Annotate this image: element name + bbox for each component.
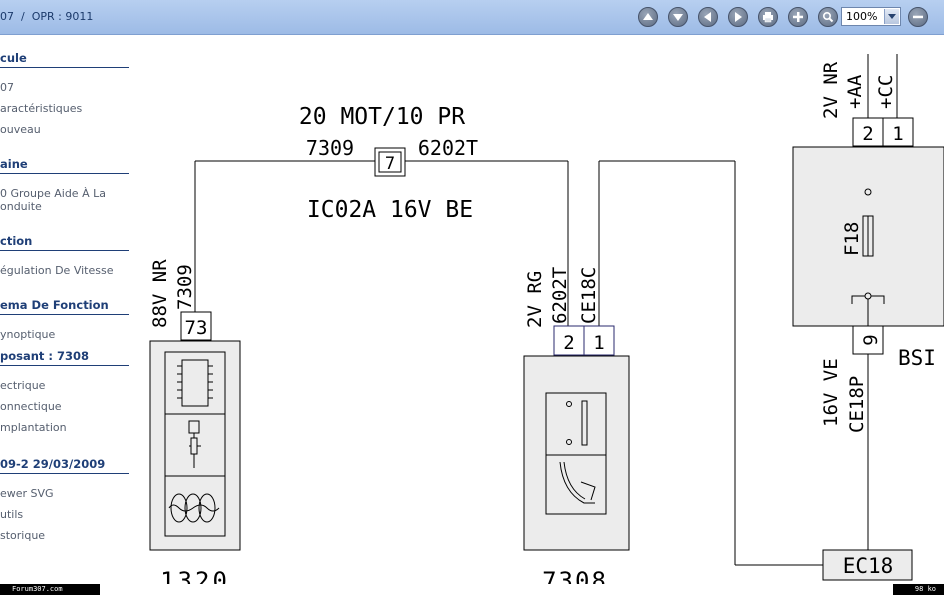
down-arrow-button[interactable] xyxy=(668,7,688,27)
chip-icon xyxy=(177,359,213,407)
harness-subtitle: IC02A 16V BE xyxy=(307,197,473,223)
mid-pin-2: 2 xyxy=(563,332,574,354)
sidebar-section-composant: posant : 7308 xyxy=(0,349,129,366)
bsi-fuse-box[interactable] xyxy=(792,146,944,327)
right-top-label-3: +CC xyxy=(875,75,897,109)
sidebar-item-groupe-aide[interactable]: 0 Groupe Aide À La onduite xyxy=(0,187,106,213)
zoom-select[interactable]: 100% xyxy=(841,7,901,26)
zoom-out-button[interactable] xyxy=(908,7,928,27)
zoom-reset-button[interactable] xyxy=(818,7,838,27)
mid-connector-label-3: CE18C xyxy=(578,267,600,324)
sidebar-item-caracteristiques[interactable]: aractéristiques xyxy=(0,102,83,115)
harness-connector-number: 7 xyxy=(385,154,395,174)
minus-icon xyxy=(913,15,923,19)
top-toolbar: 07 / OPR : 9011 100% xyxy=(0,0,944,35)
magnifier-icon xyxy=(822,11,834,23)
sidebar: cule 07 aractéristiques ouveau aine 0 Gr… xyxy=(0,34,135,584)
coil-icon xyxy=(168,493,220,523)
bsi-label: BSI xyxy=(898,346,936,370)
mid-pin-2-box xyxy=(553,325,585,356)
left-connector-label-2: 7309 xyxy=(174,264,196,310)
fuse-label: F18 xyxy=(841,222,863,256)
sidebar-item-outils[interactable]: utils xyxy=(0,508,24,521)
harness-right-wire-label: 6202T xyxy=(418,136,478,160)
right-arrow-icon xyxy=(735,12,742,22)
mid-component-id: 7308 xyxy=(542,567,608,584)
right-top-pin-2: 2 xyxy=(862,123,873,145)
right-bottom-pin-box xyxy=(852,325,884,355)
harness-left-wire-label: 7309 xyxy=(306,136,354,160)
sidebar-section-version: 09-2 29/03/2009 xyxy=(0,457,129,474)
sidebar-item-implantation[interactable]: mplantation xyxy=(0,421,67,434)
breadcrumb: 07 / OPR : 9011 xyxy=(0,10,94,23)
harness-connector-box xyxy=(374,147,406,177)
left-arrow-button[interactable] xyxy=(698,7,718,27)
print-icon xyxy=(763,12,773,23)
right-bottom-label-2: CE18P xyxy=(846,376,868,433)
right-top-pin-1-box xyxy=(882,117,914,147)
left-arrow-icon xyxy=(704,12,711,22)
ground-connector-label: EC18 xyxy=(843,554,894,578)
left-pin-number: 73 xyxy=(185,317,208,339)
right-arrow-button[interactable] xyxy=(728,7,748,27)
sidebar-section-domaine: aine xyxy=(0,157,129,174)
mid-connector-label-1: 2V RG xyxy=(524,271,546,328)
sidebar-item-historique[interactable]: storique xyxy=(0,529,46,542)
sidebar-section-vehicule: cule xyxy=(0,51,129,68)
right-bottom-label-1: 16V VE xyxy=(820,358,842,427)
up-arrow-button[interactable] xyxy=(638,7,658,27)
wiring-diagram[interactable]: 7 20 MOT/10 PR 7309 6202T IC02A 16V BE 8… xyxy=(135,34,944,584)
right-top-label-1: 2V NR xyxy=(820,61,842,119)
sidebar-item-nouveau[interactable]: ouveau xyxy=(0,123,41,136)
zoom-in-button[interactable] xyxy=(788,7,808,27)
plus-icon xyxy=(793,12,803,22)
pedal-icon xyxy=(559,461,596,504)
switch-icon xyxy=(566,400,588,446)
right-top-label-2: +AA xyxy=(844,74,866,109)
sidebar-section-schema: ema De Fonction xyxy=(0,298,129,315)
print-button[interactable] xyxy=(758,7,778,27)
sidebar-item-electrique[interactable]: ectrique xyxy=(0,379,46,392)
sidebar-section-fonction: ction xyxy=(0,234,129,251)
mid-pin-1: 1 xyxy=(593,332,604,354)
right-top-pin-1: 1 xyxy=(892,123,903,145)
right-bottom-pin: 9 xyxy=(860,334,882,345)
footer-right: 98 ko xyxy=(893,584,944,595)
sidebar-item-connectique[interactable]: onnectique xyxy=(0,400,62,413)
mid-pin-1-box xyxy=(583,325,615,356)
down-arrow-icon xyxy=(673,14,683,21)
component-7308[interactable] xyxy=(523,355,630,551)
left-component-id: 1320 xyxy=(160,567,230,584)
injector-icon xyxy=(188,420,201,468)
left-pin-box xyxy=(180,311,212,341)
chevron-down-icon xyxy=(884,9,899,24)
left-connector-label-1: 88V NR xyxy=(149,259,171,328)
mid-connector-label-2: 6202T xyxy=(549,267,571,324)
zoom-value: 100% xyxy=(846,10,878,23)
sidebar-item-regulation-vitesse[interactable]: égulation De Vitesse xyxy=(0,264,114,277)
sidebar-item-model[interactable]: 07 xyxy=(0,81,14,94)
sidebar-item-synoptique[interactable]: ynoptique xyxy=(0,328,56,341)
harness-connector-inner xyxy=(378,151,402,173)
ground-connector-box[interactable] xyxy=(822,549,913,581)
harness-title: 20 MOT/10 PR xyxy=(299,104,465,130)
up-arrow-icon xyxy=(643,13,653,20)
footer-left: Forum307.com xyxy=(0,584,100,595)
component-1320[interactable] xyxy=(149,340,241,551)
sidebar-item-viewer-svg[interactable]: ewer SVG xyxy=(0,487,54,500)
